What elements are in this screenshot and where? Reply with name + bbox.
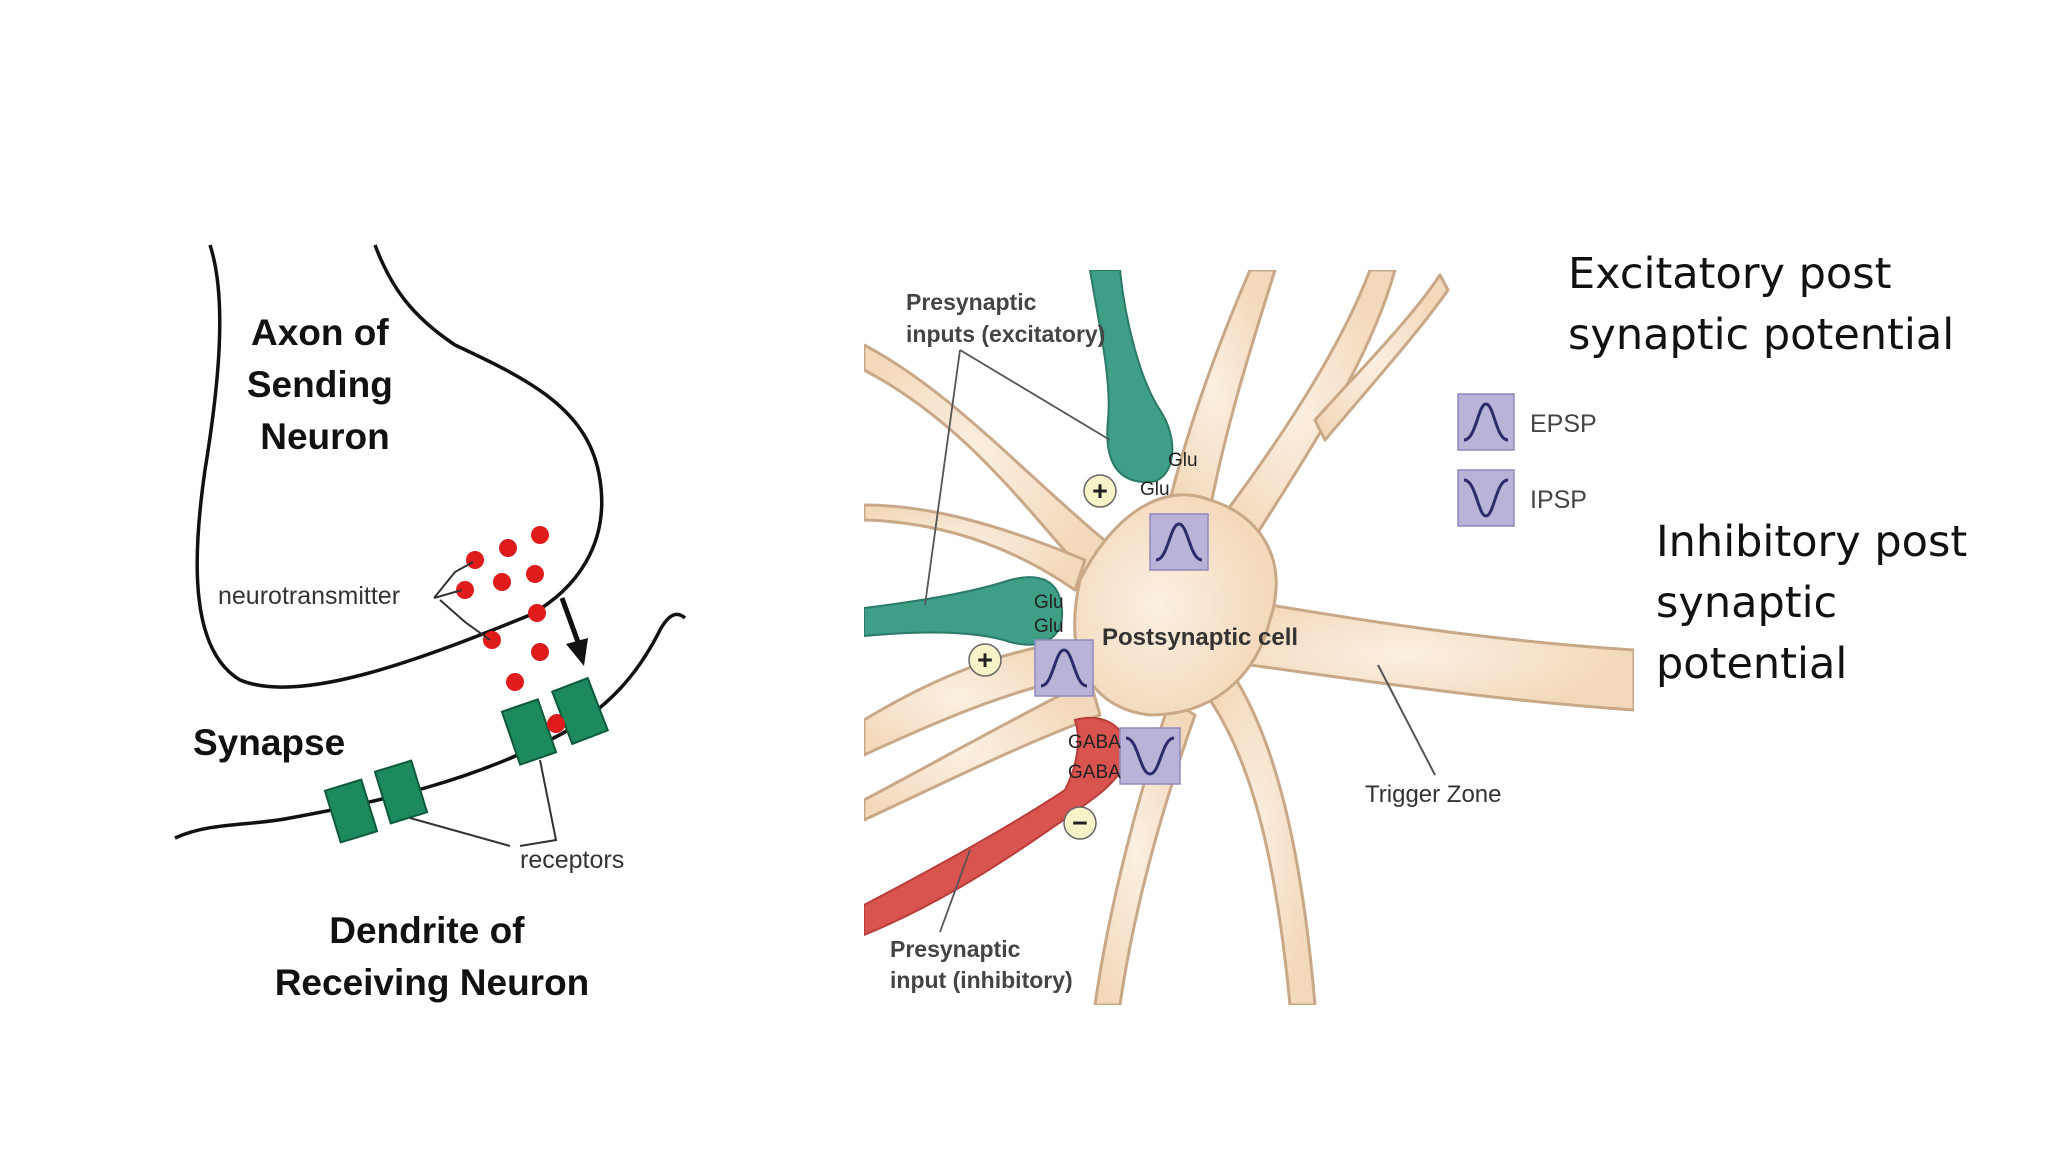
inhibitory-caption-line: synaptic [1656,578,1838,628]
vesicle [528,604,546,622]
psp-box-epsp-top [1149,513,1209,571]
gaba-label: GABA [1068,732,1121,753]
presynaptic-inhibitory-label: Presynaptic input (inhibitory) [890,936,1073,993]
receptor [323,778,379,844]
postsynaptic-cell-label: Postsynaptic cell [1102,624,1298,651]
bound-vesicle [547,715,565,733]
synapse-diagram: Axon of Sending Neuron neurotransmitter [174,244,687,1003]
release-arrow [559,597,588,666]
dendrite-lower-right [1208,668,1317,1005]
inhibitory-caption-line: Inhibitory post [1656,517,1968,567]
dendrite-bottom-left [864,678,1102,822]
excitatory-plus-left: + [968,643,1002,677]
dendrite-upper-left [864,343,1112,582]
dendrite-left [864,503,1087,592]
neuron-diagram: Glu Glu Glu Glu GABA GABA + + − Postsyna… [864,270,1634,1005]
excitatory-caption-line: Excitatory post [1568,249,1892,299]
glu-label: Glu [1168,450,1198,471]
receptor [373,759,429,825]
svg-text:−: − [1072,808,1088,838]
excitatory-terminal-top [1088,270,1174,484]
legend-epsp-label: EPSP [1530,410,1597,438]
neurotransmitter-label: neurotransmitter [218,582,400,610]
axon-terminal-outline [195,244,604,689]
excitatory-terminal-left [864,576,1064,646]
vesicle [493,573,511,591]
synapse-label: Synapse [193,722,345,763]
psp-box-ipsp [1119,727,1181,785]
dendrite-lower-left [864,638,1087,757]
trigger-zone-label: Trigger Zone [1365,781,1502,808]
receptors [323,676,610,844]
gaba-label: GABA [1068,762,1121,783]
vesicle [456,581,474,599]
receptors-leader-lines [409,759,558,847]
vesicle [506,673,524,691]
legend-epsp: EPSP [1457,393,1597,451]
dendrite-top-right [1218,270,1397,547]
psp-legend: EPSP IPSP [1457,393,1597,527]
receptors-label: receptors [520,846,624,874]
excitatory-caption: Excitatory post synaptic potential [1568,244,1954,366]
psp-box-epsp-left [1034,639,1094,697]
axon-right [1238,598,1634,712]
presynaptic-excitatory-label: Presynaptic inputs (excitatory) [906,289,1105,347]
svg-text:+: + [1092,476,1108,506]
legend-ipsp-label: IPSP [1530,486,1587,514]
vesicle [531,643,549,661]
axon-label: Axon of Sending Neuron [247,312,403,457]
receptor [500,698,558,766]
glu-label: Glu [1140,479,1170,500]
dendrite-top [1168,270,1277,512]
vesicle [499,539,517,557]
vesicle [531,526,549,544]
vesicle [466,551,484,569]
inhibitory-caption: Inhibitory post synaptic potential [1656,512,1967,695]
dendrite-membrane [174,612,687,840]
vesicle [483,631,501,649]
inhibitory-caption-line: potential [1656,639,1848,689]
neurotransmitter-leader-lines [433,561,491,641]
svg-text:+: + [977,645,993,675]
glu-label: Glu [1034,592,1064,613]
postsynaptic-cell-body [864,270,1634,1005]
presynaptic-excitatory-leaders [924,349,1111,606]
soma [1073,493,1278,717]
inhibitory-minus: − [1063,806,1097,840]
trigger-zone-leader [1377,664,1436,776]
presynaptic-inhibitory-leader [939,849,971,933]
excitatory-plus-top: + [1083,474,1117,508]
vesicle [526,565,544,583]
neurotransmitter-vesicles [456,526,566,732]
glu-label: Glu [1034,616,1064,637]
excitatory-caption-line: synaptic potential [1568,310,1955,360]
excitatory-terminals [864,270,1174,646]
legend-ipsp: IPSP [1457,469,1587,527]
dendrite-top-branch [1313,273,1450,442]
dendrite-label: Dendrite of Receiving Neuron [275,910,590,1003]
